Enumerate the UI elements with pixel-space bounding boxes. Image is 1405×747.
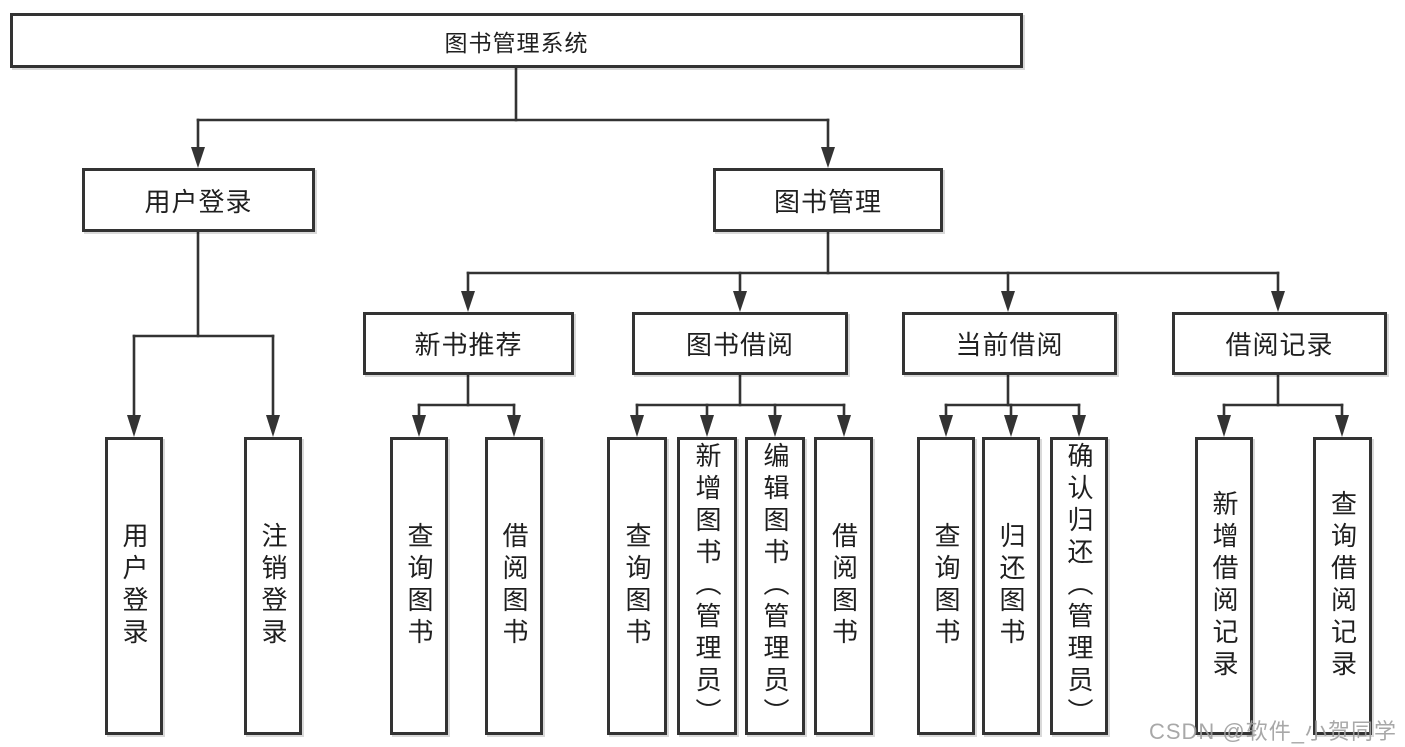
node-book-borrow: 图书借阅 bbox=[632, 312, 848, 375]
node-leaf-bb-add-books-admin: 新增图书（管理员） bbox=[677, 437, 737, 735]
arrowhead-icon bbox=[412, 415, 426, 437]
node-label: 图书管理系统 bbox=[444, 29, 589, 56]
node-leaf-bb-borrow-books: 借阅图书 bbox=[814, 437, 873, 735]
node-label: 新增图书（管理员） bbox=[692, 442, 722, 730]
node-label: 借阅记录 bbox=[1225, 330, 1334, 360]
node-leaf-br-query-record: 查询借阅记录 bbox=[1313, 437, 1372, 735]
node-label: 查询图书 bbox=[404, 522, 434, 650]
node-leaf-nb-query-books: 查询图书 bbox=[390, 437, 448, 735]
node-leaf-nb-borrow-books: 借阅图书 bbox=[485, 437, 543, 735]
node-label: 注销登录 bbox=[258, 522, 288, 650]
node-label: 编辑图书（管理员） bbox=[760, 442, 790, 730]
arrowhead-icon bbox=[1004, 415, 1018, 437]
arrowhead-icon bbox=[1072, 415, 1086, 437]
node-label: 新增借阅记录 bbox=[1209, 490, 1239, 682]
arrowhead-icon bbox=[1001, 291, 1015, 312]
arrowhead-icon bbox=[837, 415, 851, 437]
arrowhead-icon bbox=[507, 415, 521, 437]
node-label: 确认归还（管理员） bbox=[1064, 442, 1094, 730]
node-label: 用户登录 bbox=[119, 522, 149, 650]
node-leaf-logout: 注销登录 bbox=[244, 437, 302, 735]
arrowhead-icon bbox=[191, 147, 205, 168]
arrowhead-icon bbox=[461, 291, 475, 312]
node-label: 当前借阅 bbox=[955, 330, 1064, 360]
arrowhead-icon bbox=[768, 415, 782, 437]
arrowhead-icon bbox=[821, 147, 835, 168]
node-label: 查询图书 bbox=[931, 522, 961, 650]
csdn-watermark: CSDN @软件_小贺同学 bbox=[1148, 719, 1397, 744]
node-label: 查询图书 bbox=[622, 522, 652, 650]
node-library-management-system: 图书管理系统 bbox=[10, 13, 1023, 68]
node-label: 图书管理 bbox=[773, 186, 882, 217]
node-label: 用户登录 bbox=[144, 186, 253, 217]
arrowhead-icon bbox=[127, 415, 141, 437]
node-borrow-records: 借阅记录 bbox=[1172, 312, 1387, 375]
node-leaf-bb-edit-books-admin: 编辑图书（管理员） bbox=[745, 437, 805, 735]
node-new-book-recommend: 新书推荐 bbox=[363, 312, 574, 375]
node-label: 图书借阅 bbox=[685, 330, 794, 360]
node-book-management: 图书管理 bbox=[713, 168, 943, 232]
node-label: 借阅图书 bbox=[499, 522, 529, 650]
arrowhead-icon bbox=[1217, 415, 1231, 437]
node-label: 新书推荐 bbox=[414, 330, 523, 360]
arrowhead-icon bbox=[700, 415, 714, 437]
arrowhead-icon bbox=[630, 415, 644, 437]
node-label: 借阅图书 bbox=[828, 522, 859, 650]
arrowhead-icon bbox=[1335, 415, 1349, 437]
arrowhead-icon bbox=[939, 415, 953, 437]
node-user-login: 用户登录 bbox=[82, 168, 315, 232]
arrowhead-icon bbox=[266, 415, 280, 437]
node-leaf-cb-confirm-return-admin: 确认归还（管理员） bbox=[1050, 437, 1108, 735]
node-label: 归还图书 bbox=[996, 522, 1026, 650]
node-leaf-cb-query-books: 查询图书 bbox=[917, 437, 975, 735]
node-leaf-br-add-record: 新增借阅记录 bbox=[1195, 437, 1253, 735]
arrowhead-icon bbox=[733, 291, 747, 312]
node-current-borrow: 当前借阅 bbox=[902, 312, 1117, 375]
arrowheads bbox=[127, 147, 1349, 437]
arrowhead-icon bbox=[1271, 291, 1285, 312]
node-leaf-bb-query-books: 查询图书 bbox=[607, 437, 667, 735]
node-label: 查询借阅记录 bbox=[1327, 490, 1358, 682]
node-leaf-cb-return-books: 归还图书 bbox=[982, 437, 1040, 735]
node-leaf-user-login: 用户登录 bbox=[105, 437, 163, 735]
